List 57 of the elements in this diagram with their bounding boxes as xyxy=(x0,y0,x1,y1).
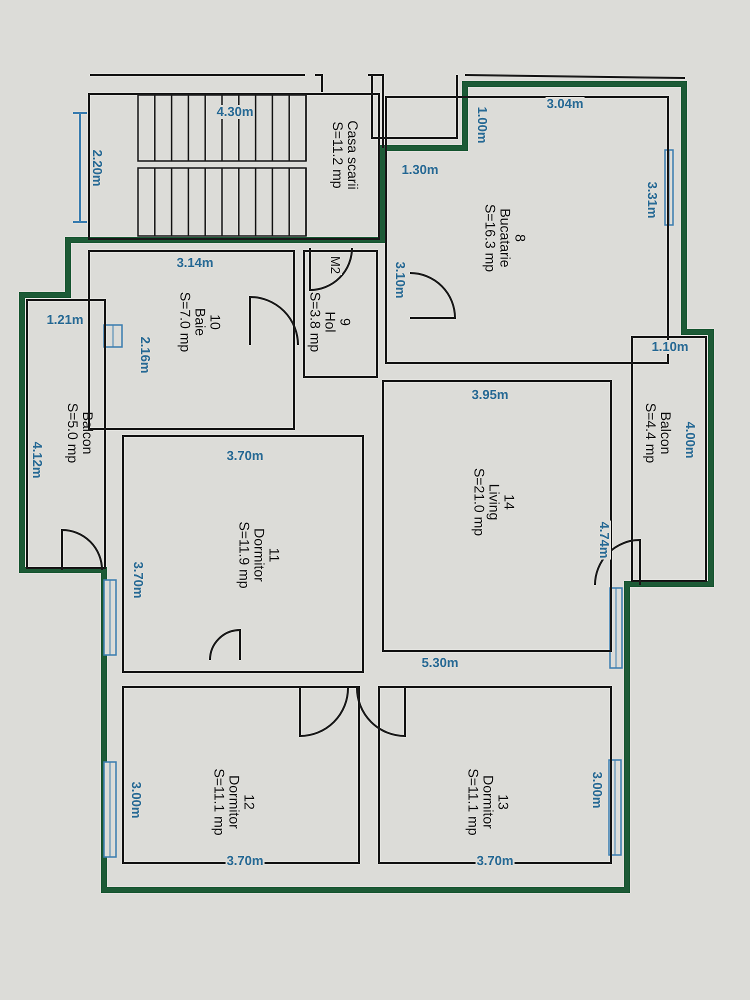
room-name: Dormitor xyxy=(252,527,266,584)
room-number: 14 xyxy=(502,493,516,512)
dimension-label: 4.12m xyxy=(30,440,44,480)
dimension-label: 5.30m xyxy=(420,656,460,670)
room-outline xyxy=(122,435,364,673)
room-area: S=16.3 mp xyxy=(482,204,498,272)
room-area: S=11.2 mp xyxy=(330,120,345,190)
dimension-label: 4.30m xyxy=(216,105,254,119)
room-number: 11 xyxy=(266,546,282,564)
room-name: Baie xyxy=(192,306,208,338)
dimension-label: 3.95m xyxy=(470,388,510,402)
dimension-label: 3.00m xyxy=(129,780,143,820)
room-outline xyxy=(378,686,612,864)
room-area: S=7.0 mp xyxy=(178,292,192,352)
room-name: Living xyxy=(486,482,502,522)
room-outline xyxy=(303,250,378,378)
dimension-label: 3.31m xyxy=(645,180,659,220)
door-label: M2 xyxy=(328,254,342,276)
room-area: S=11.1 mp xyxy=(466,768,480,836)
room-name: Bucatarie xyxy=(498,207,512,270)
dimension-label: 3.70m xyxy=(226,854,264,868)
room-outline xyxy=(631,336,707,582)
room-area: S=21.0 mp xyxy=(472,468,486,536)
dimension-label: 3.70m xyxy=(226,449,264,463)
room-number: 9 xyxy=(338,317,352,328)
room-name: Hol xyxy=(322,310,338,334)
room-name: Dormitor xyxy=(480,774,496,831)
room-area: S=4.4 mp xyxy=(643,402,658,464)
dimension-label: 3.14m xyxy=(176,256,214,270)
dimension-label: 3.04m xyxy=(546,97,584,111)
dimension-label: 3.10m xyxy=(393,260,407,300)
dimension-label: 1.30m xyxy=(400,163,440,177)
dimension-label: 2.16m xyxy=(138,336,152,374)
room-number: 13 xyxy=(496,793,510,812)
dimension-label: 1.00m xyxy=(475,106,489,144)
room-outline xyxy=(26,299,106,569)
room-number: 10 xyxy=(208,313,222,332)
dimension-label: 1.21m xyxy=(46,313,84,327)
dimension-label: 3.70m xyxy=(476,854,514,868)
dimension-label: 1.10m xyxy=(650,340,690,354)
room-number: 12 xyxy=(242,793,256,812)
room-name: Dormitor xyxy=(226,774,242,831)
dimension-label: 3.70m xyxy=(131,560,145,600)
room-area: S=5.0 mp xyxy=(65,402,80,464)
room-name: Balcon xyxy=(658,410,673,456)
room-area: S=11.9 mp xyxy=(236,521,252,589)
dimension-label: 2.20m xyxy=(90,148,104,188)
room-area: S=11.1 mp xyxy=(212,768,226,836)
dimension-label: 3.00m xyxy=(590,770,604,810)
room-name: Casa scarii xyxy=(345,120,360,190)
dimension-label: 4.00m xyxy=(683,420,697,460)
room-area: S=3.8 mp xyxy=(308,292,322,352)
room-outline xyxy=(122,686,360,864)
room-outline xyxy=(88,93,380,240)
dimension-label: 4.74m xyxy=(597,520,611,560)
room-outline xyxy=(382,380,612,652)
room-number: 8 xyxy=(512,233,528,244)
